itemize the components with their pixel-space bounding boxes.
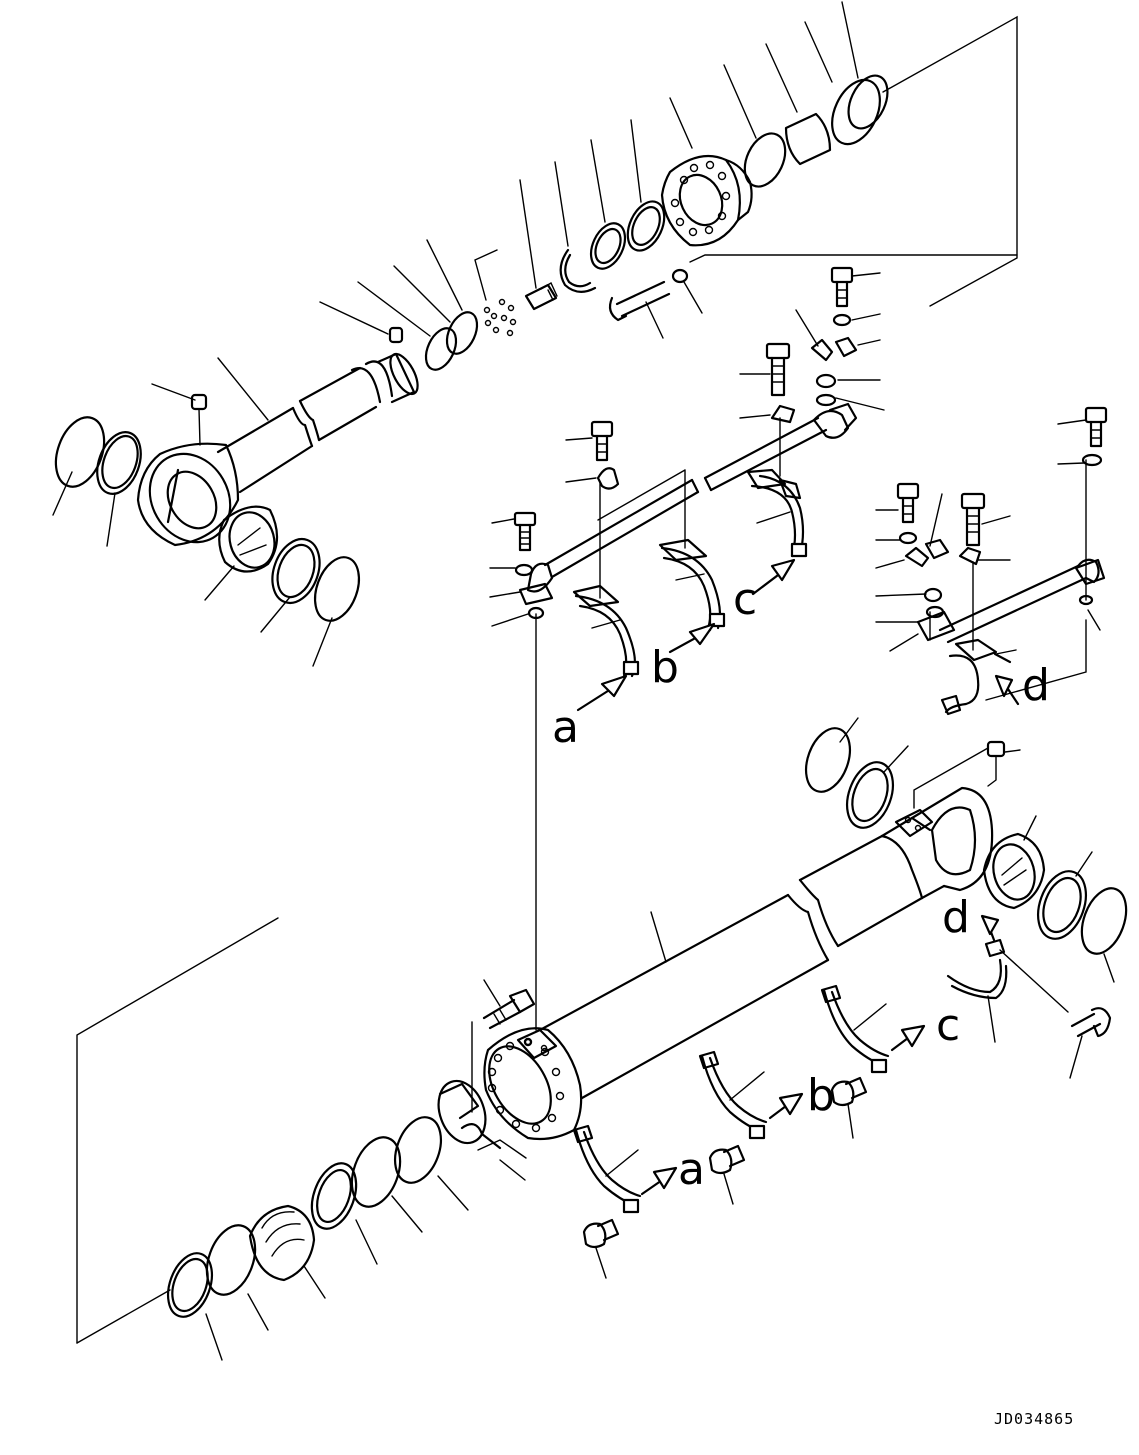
ball-cluster bbox=[474, 249, 517, 337]
callout-letter-a-top: a bbox=[552, 702, 579, 753]
drawing-code: JD034865 bbox=[994, 1410, 1074, 1428]
piston-rod-assembly bbox=[54, 15, 1018, 622]
leader-lines-hose-right bbox=[875, 419, 1101, 655]
leader-lines-hose-left bbox=[489, 272, 885, 629]
callout-letter-c-bottom: c bbox=[936, 1000, 960, 1051]
callout-letter-d-top: d bbox=[1022, 660, 1050, 711]
cylinder-tube-assembly bbox=[76, 613, 1128, 1344]
hose-assembly-left bbox=[513, 266, 858, 712]
piston-bolt-holes bbox=[670, 160, 731, 237]
head-bolt-holes bbox=[487, 1037, 565, 1133]
hose-assembly-right bbox=[896, 406, 1108, 716]
callout-letter-b-top: b bbox=[651, 642, 679, 693]
callout-letter-b-bottom: b bbox=[807, 1070, 835, 1121]
lower-clamps bbox=[572, 914, 1112, 1249]
callout-letter-a-bottom: a bbox=[678, 1144, 705, 1195]
leader-lines-upper bbox=[52, 1, 859, 667]
callout-letter-c-top: c bbox=[733, 574, 757, 625]
callout-letter-d-bottom: d bbox=[942, 892, 970, 943]
leader-lines-lower bbox=[205, 717, 1115, 1361]
